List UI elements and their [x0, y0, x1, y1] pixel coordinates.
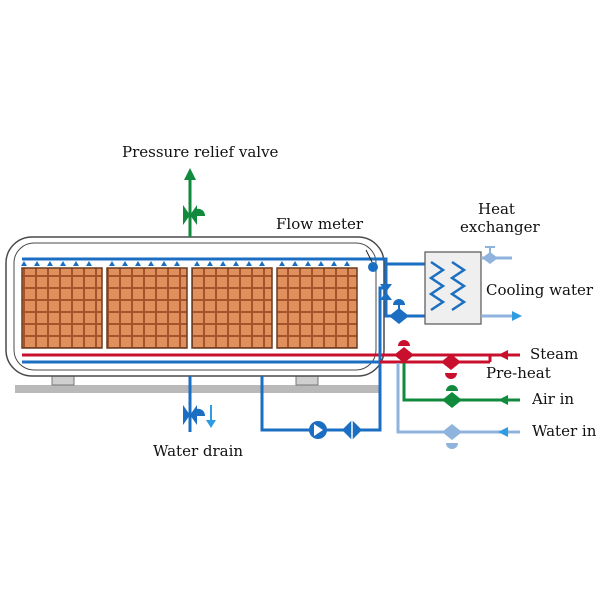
steam-valve-icon: [394, 347, 414, 363]
air-valve-icon: [442, 392, 462, 408]
bottom-manifolds: [22, 353, 392, 364]
label-water-drain: Water drain: [153, 442, 244, 460]
cooling-water-valve-icon: [482, 252, 498, 264]
label-cooling-water: Cooling water: [486, 281, 594, 299]
label-flow-meter: Flow meter: [276, 215, 364, 233]
can-basket-3: [191, 267, 273, 349]
label-water-in: Water in: [532, 422, 597, 440]
cooling-circuit: [365, 249, 425, 324]
label-steam: Steam: [530, 345, 579, 363]
label-pressure-relief-valve: Pressure relief valve: [122, 143, 279, 161]
water-in-line: [396, 363, 520, 449]
water-in-valve-icon: [442, 424, 462, 440]
pressure-relief-line: [183, 168, 206, 237]
water-drain-valve-icon: [183, 405, 197, 425]
bypass-valve-icon: [380, 284, 392, 300]
label-air-in: Air in: [532, 390, 575, 408]
label-heat-exchanger-2: exchanger: [460, 218, 540, 236]
label-heat-exchanger-1: Heat: [478, 200, 515, 218]
water-drain-line: [183, 376, 216, 432]
pressure-relief-valve-icon: [183, 205, 197, 225]
pre-heat-valve-icon: [441, 354, 461, 370]
air-line: [402, 363, 520, 408]
recirculation-loop: [260, 286, 384, 440]
can-baskets: [21, 267, 358, 349]
heat-exchanger: [424, 246, 522, 325]
spray-header: [21, 257, 372, 266]
steam-lines: [380, 340, 520, 379]
can-basket-4: [276, 267, 358, 349]
cooling-valve-icon: [389, 308, 409, 324]
flow-meter-icon: [368, 262, 378, 272]
label-pre-heat: Pre-heat: [486, 364, 551, 382]
can-basket-2: [106, 267, 188, 349]
can-basket-1: [21, 267, 103, 349]
